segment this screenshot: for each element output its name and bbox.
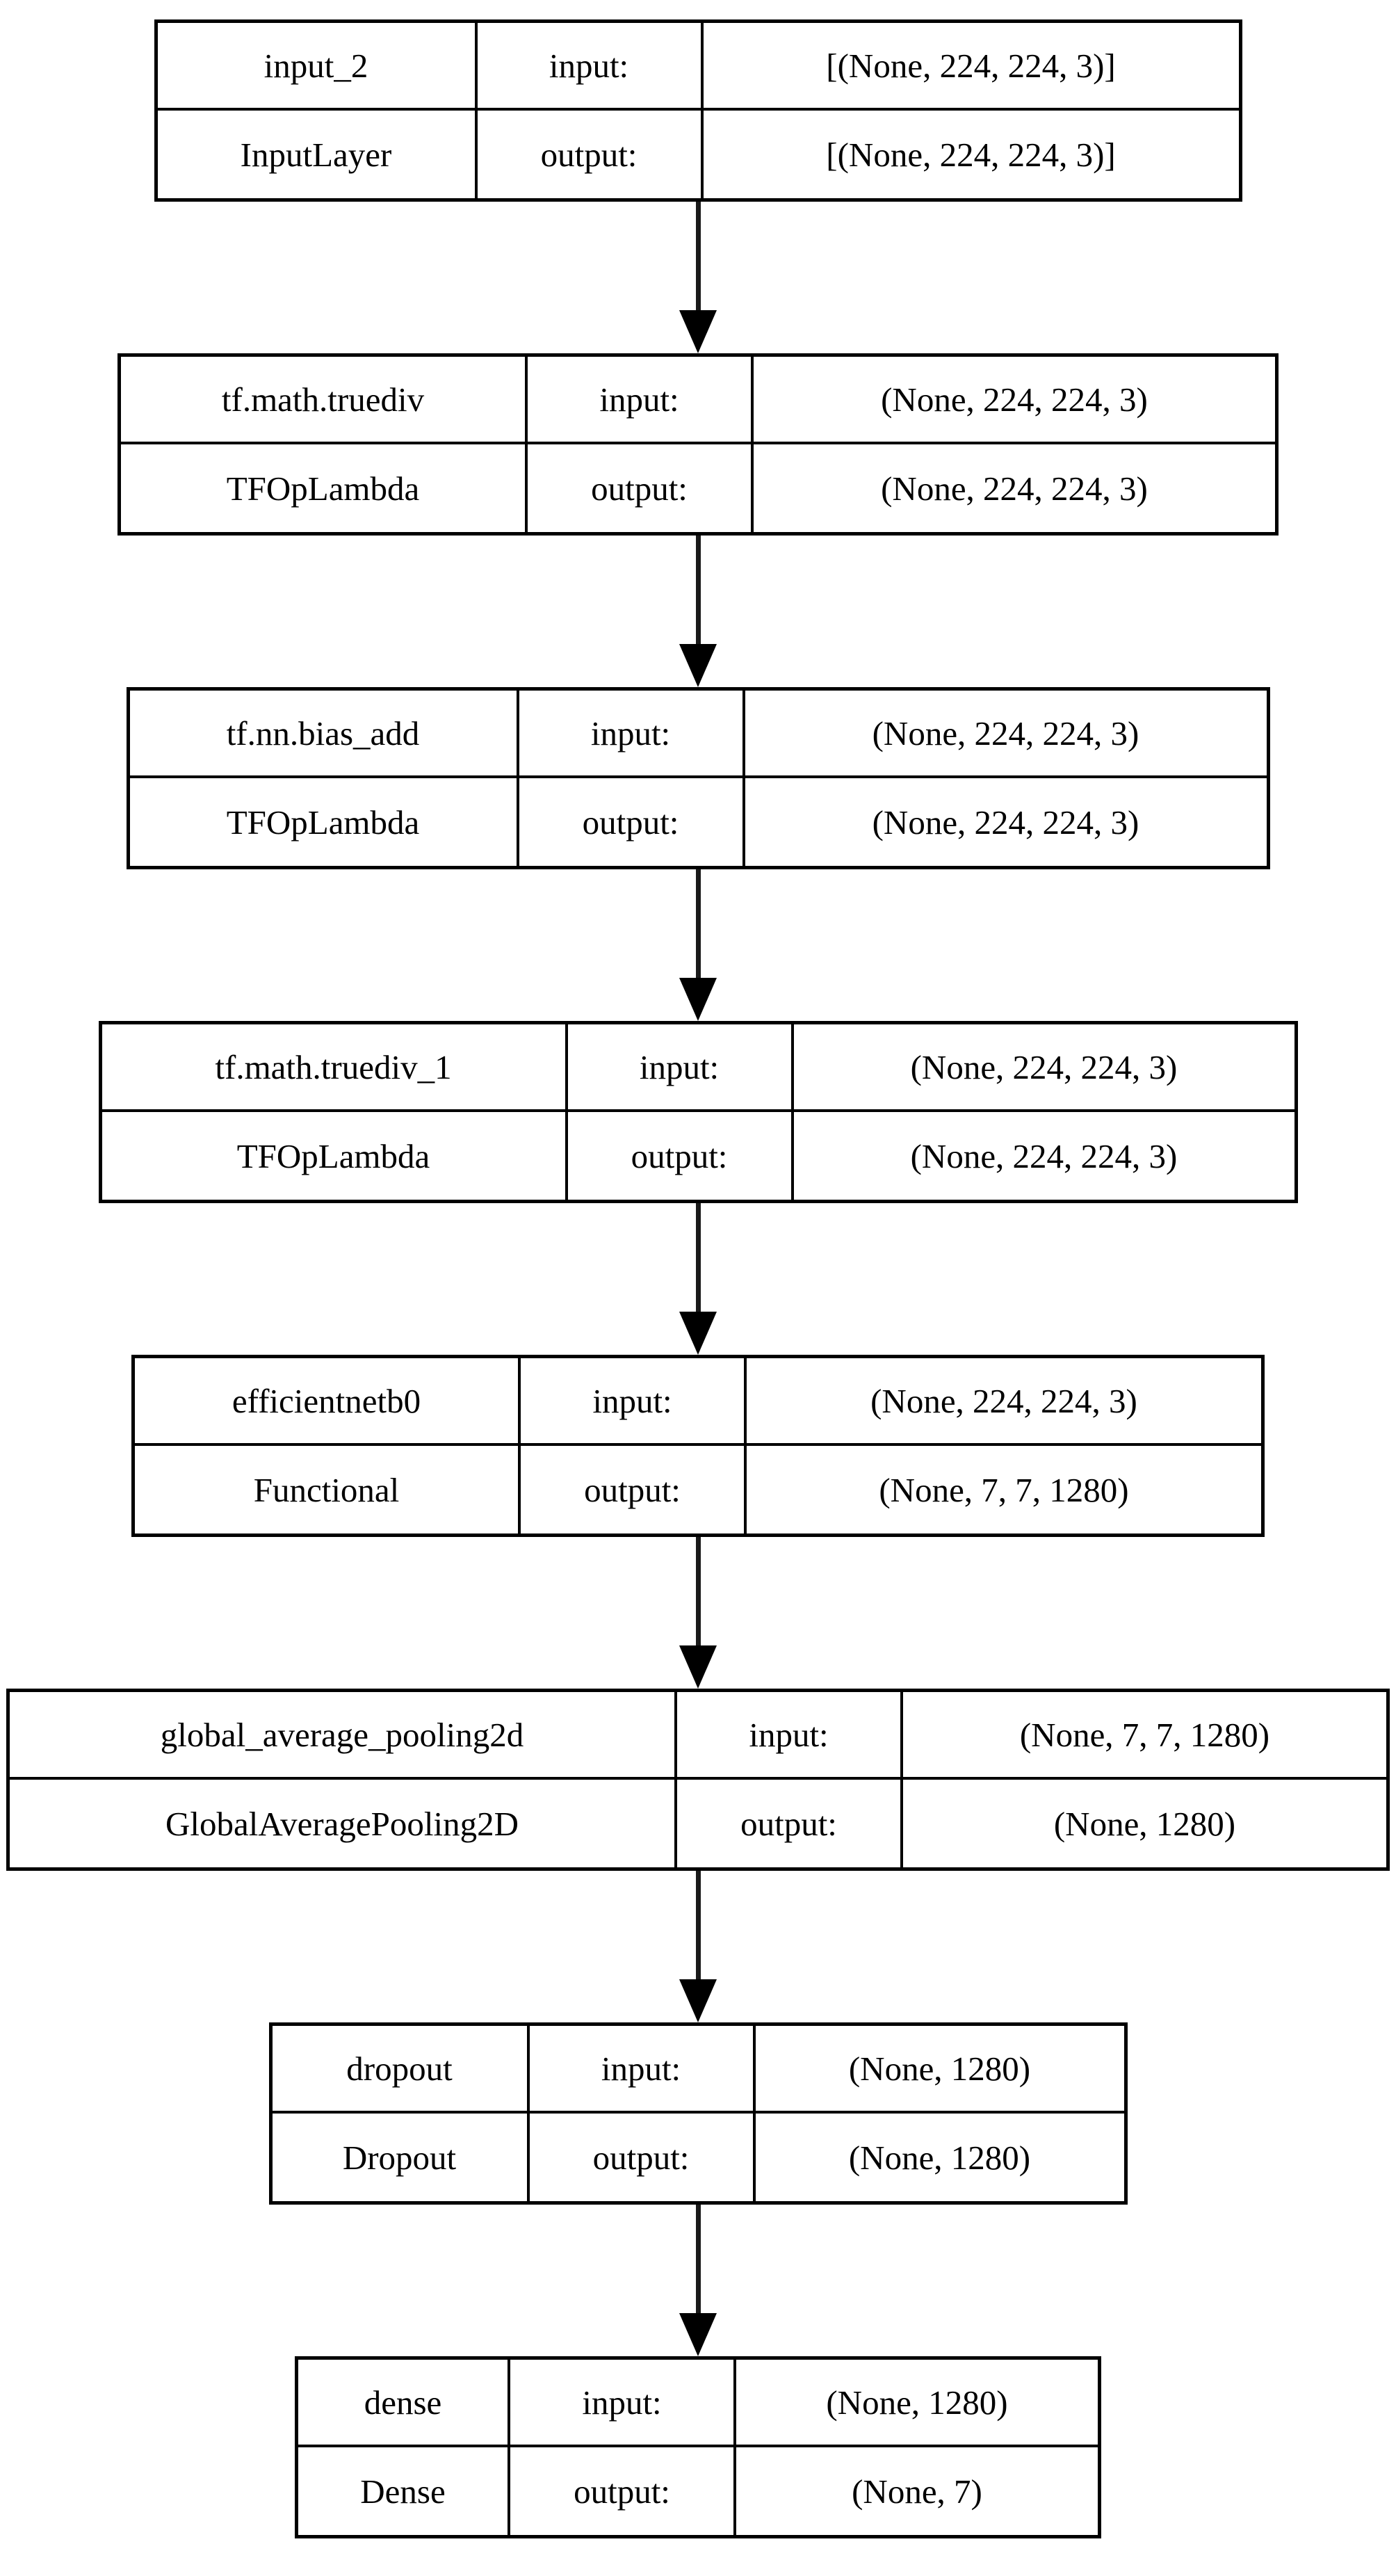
edge-line: [695, 1537, 701, 1647]
input-label-cell: input:: [510, 2360, 736, 2447]
output-label-cell: output:: [510, 2447, 736, 2535]
input-label-cell: input:: [477, 23, 704, 111]
arrowhead-down-icon: [679, 978, 717, 1021]
output-label-cell: output:: [568, 1112, 794, 1200]
arrowhead-down-icon: [679, 1979, 717, 2022]
output-shape-cell: (None, 7, 7, 1280): [879, 1470, 1129, 1509]
edge-arrow: [679, 1537, 717, 1689]
output-shape-cell: [(None, 224, 224, 3)]: [826, 135, 1116, 174]
edge-line: [695, 1203, 701, 1313]
input-shape-cell: (None, 224, 224, 3): [754, 357, 1275, 444]
edge-line: [695, 202, 701, 312]
layer-type-cell: TFOpLambda: [102, 1112, 568, 1200]
layer-type-cell: Functional: [135, 1446, 521, 1533]
layer-name-cell: tf.nn.bias_add: [129, 691, 519, 778]
input-label-cell: input:: [528, 357, 754, 444]
output-shape-cell: (None, 1280): [1053, 1804, 1236, 1843]
output-label-cell: output:: [519, 778, 745, 866]
layer-name-cell: dense: [298, 2360, 510, 2447]
input-shape-cell: (None, 224, 224, 3): [745, 691, 1267, 778]
node-efficientnetb0: efficientnetb0 input: (None, 224, 224, 3…: [131, 1355, 1265, 1537]
edge-line: [695, 869, 701, 979]
layer-type-cell: Dense: [298, 2447, 510, 2535]
node-truediv: tf.math.truediv input: (None, 224, 224, …: [117, 353, 1279, 536]
arrowhead-down-icon: [679, 1312, 717, 1355]
output-shape-cell: (None, 7): [852, 2472, 982, 2511]
input-label-cell: input:: [529, 2026, 756, 2114]
layer-type-cell: GlobalAveragePooling2D: [10, 1780, 677, 1867]
input-label-cell: input:: [521, 1358, 747, 1446]
edge-arrow: [679, 1203, 717, 1355]
node-global-average-pooling2d: global_average_pooling2d input: (None, 7…: [6, 1689, 1390, 1871]
arrowhead-down-icon: [679, 644, 717, 687]
layer-name-cell: dropout: [272, 2026, 530, 2114]
arrowhead-down-icon: [679, 310, 717, 353]
output-shape-cell: (None, 224, 224, 3): [881, 469, 1148, 508]
input-shape-cell: (None, 224, 224, 3): [747, 1358, 1261, 1446]
input-label-cell: input:: [567, 1024, 794, 1112]
layer-type-cell: TFOpLambda: [130, 778, 519, 866]
node-bias-add: tf.nn.bias_add input: (None, 224, 224, 3…: [126, 687, 1270, 869]
layer-type-cell: Dropout: [273, 2114, 530, 2201]
edge-arrow: [679, 1871, 717, 2022]
output-label-cell: output:: [521, 1446, 747, 1533]
input-shape-cell: (None, 1280): [736, 2360, 1098, 2447]
output-label-cell: output:: [528, 444, 754, 532]
input-label-cell: input:: [677, 1692, 903, 1780]
output-shape-cell: (None, 1280): [848, 2138, 1031, 2177]
input-shape-cell: (None, 7, 7, 1280): [903, 1692, 1386, 1780]
edge-arrow: [679, 536, 717, 687]
edge-arrow: [679, 202, 717, 353]
edge-arrow: [679, 2205, 717, 2356]
input-shape-cell: [(None, 224, 224, 3)]: [703, 23, 1239, 111]
layer-name-cell: tf.math.truediv: [121, 357, 528, 444]
input-shape-cell: (None, 1280): [755, 2026, 1124, 2114]
node-truediv-1: tf.math.truediv_1 input: (None, 224, 224…: [98, 1021, 1298, 1203]
output-label-cell: output:: [530, 2114, 756, 2201]
layer-name-cell: tf.math.truediv_1: [102, 1024, 568, 1112]
node-input-layer: input_2 input: [(None, 224, 224, 3)] Inp…: [154, 19, 1242, 202]
layer-type-cell: TFOpLambda: [121, 444, 528, 532]
arrowhead-down-icon: [679, 1645, 717, 1689]
arrowhead-down-icon: [679, 2313, 717, 2356]
edge-line: [695, 1871, 701, 1981]
edge-line: [695, 536, 701, 645]
layer-type-cell: InputLayer: [158, 111, 478, 198]
layer-name-cell: efficientnetb0: [135, 1358, 521, 1446]
input-shape-cell: (None, 224, 224, 3): [793, 1024, 1294, 1112]
edge-arrow: [679, 869, 717, 1021]
output-shape-cell: (None, 224, 224, 3): [872, 803, 1139, 842]
node-dropout: dropout input: (None, 1280) Dropout outp…: [268, 2022, 1128, 2205]
node-dense: dense input: (None, 1280) Dense output: …: [295, 2356, 1101, 2538]
edge-line: [695, 2205, 701, 2315]
output-label-cell: output:: [478, 111, 704, 198]
input-label-cell: input:: [519, 691, 745, 778]
output-shape-cell: (None, 224, 224, 3): [910, 1136, 1178, 1175]
output-label-cell: output:: [677, 1780, 903, 1867]
layer-name-cell: global_average_pooling2d: [10, 1692, 677, 1780]
layer-name-cell: input_2: [157, 23, 478, 111]
